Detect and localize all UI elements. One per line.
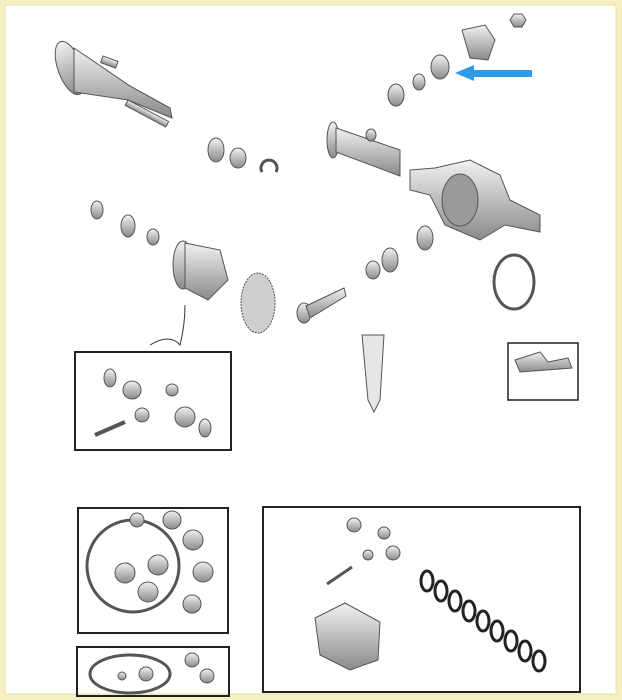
clutch-plates-icon <box>419 569 547 673</box>
pinion-yoke-icon <box>461 24 496 61</box>
spider-gear-kit <box>74 351 232 451</box>
axle-housing-icon <box>326 121 541 241</box>
pinion-bearing-icon <box>365 260 381 280</box>
pinion-bearing-icon <box>387 83 405 107</box>
shim-icon <box>90 200 104 220</box>
ring-gear-icon <box>240 272 276 334</box>
seal-icon <box>229 147 247 169</box>
axle-shaft-icon <box>54 40 173 128</box>
overhaul-kit <box>77 507 229 634</box>
bearing-gasket-kit <box>76 646 230 697</box>
callout-arrow <box>149 304 186 347</box>
highlight-arrow-icon <box>455 65 532 81</box>
pinion-gear-icon <box>296 287 347 324</box>
axle-bearing-icon <box>146 228 160 246</box>
pinion-bearing-icon <box>381 247 399 273</box>
pinion-seal-icon <box>430 54 450 80</box>
sealant-tube-icon <box>361 334 385 414</box>
wheel-stud-icon <box>99 55 119 69</box>
canvas <box>4 4 617 695</box>
crush-sleeve-icon <box>365 128 377 142</box>
axle-bearing-icon <box>120 214 136 238</box>
c-clip-icon <box>259 158 279 173</box>
pinion-bearing-icon <box>412 73 426 91</box>
limited-slip-kit <box>262 506 581 693</box>
pinion-nut-icon <box>509 13 527 28</box>
axle-bearing-icon <box>207 137 225 163</box>
bolt-kit-icon <box>507 342 579 401</box>
shim-icon <box>416 225 434 251</box>
cover-gasket-icon <box>492 253 536 311</box>
differential-case-icon <box>172 240 229 301</box>
